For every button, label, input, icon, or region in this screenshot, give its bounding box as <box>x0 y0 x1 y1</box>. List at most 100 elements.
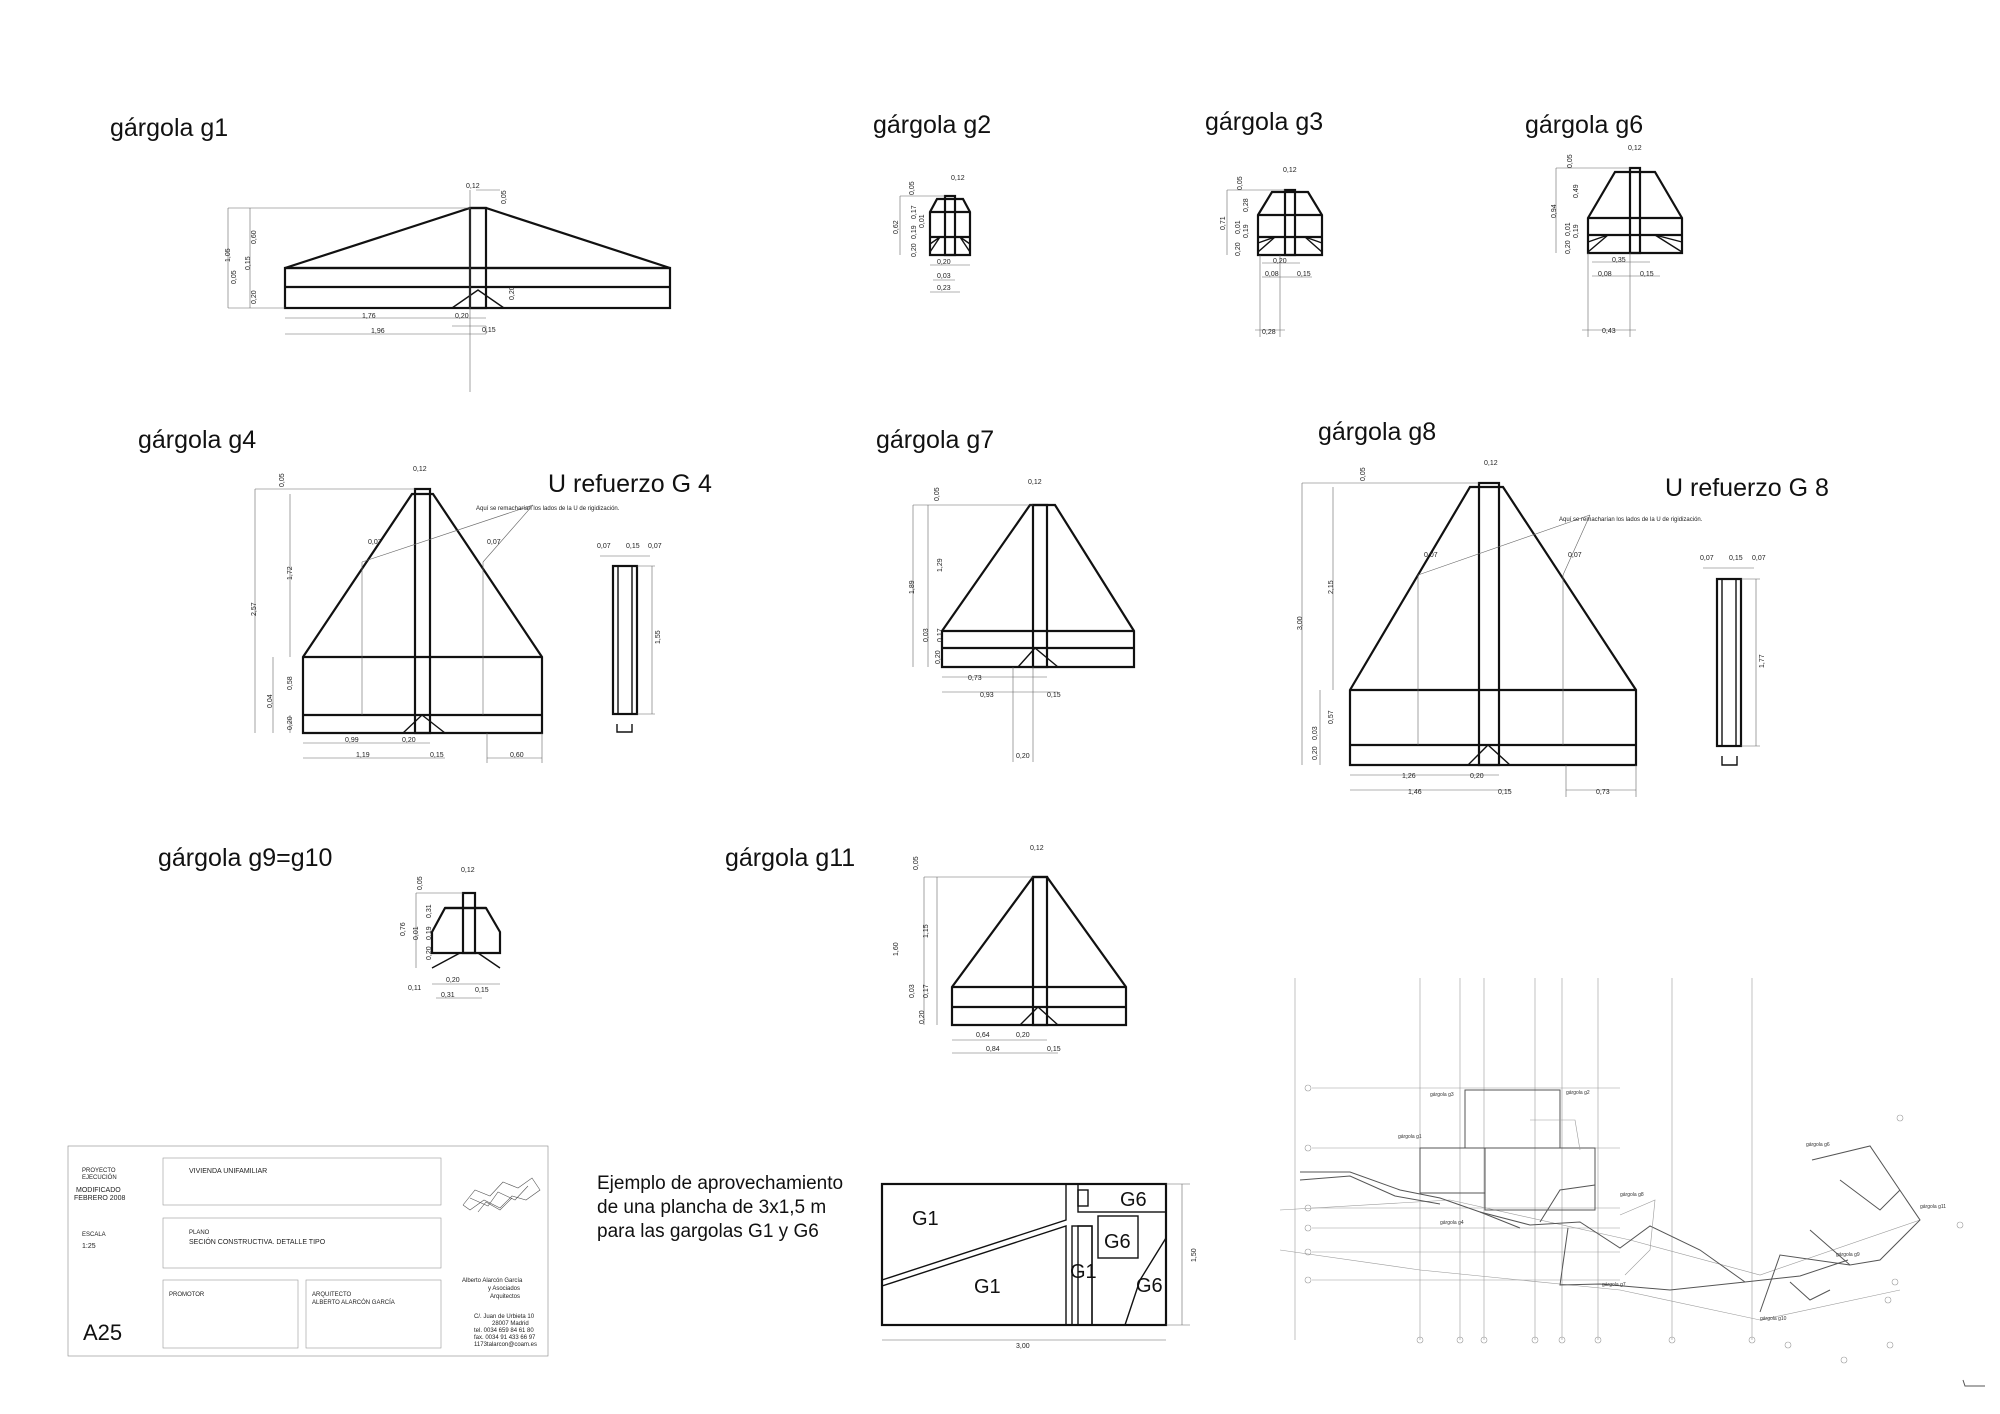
dim-g1-11: 0,15 <box>482 327 496 334</box>
dim-g9-9: 0,31 <box>441 992 455 999</box>
tb-firm-3: Arquitectos <box>490 1294 520 1300</box>
example-line1: Ejemplo de aprovechamiento <box>597 1173 843 1194</box>
dim-u4-0: 0,07 <box>597 543 611 550</box>
plate-label-g1-a: G1 <box>912 1208 939 1230</box>
dim-g11-1: 0,05 <box>913 856 920 870</box>
tb-plano: SECIÓN CONSTRUCTIVA. DETALLE TIPO <box>189 1237 326 1246</box>
plan-label-g9: gárgola g9 <box>1836 1252 1860 1258</box>
dim-g1-6: 0,20 <box>251 290 258 304</box>
dim-g1-7: 1,76 <box>362 313 376 320</box>
dim-g4-10: 0,20 <box>402 737 416 744</box>
dim-g4-11: 1,19 <box>356 752 370 759</box>
dim-g6-7: 0,35 <box>1612 257 1626 264</box>
dim-g8-1: 0,05 <box>1360 467 1367 481</box>
dim-g7-1: 0,05 <box>934 487 941 501</box>
example-line3: para las gargolas G1 y G6 <box>597 1221 819 1242</box>
plan-label-g2: gárgola g2 <box>1566 1090 1590 1096</box>
title-g1: gárgola g1 <box>110 114 228 142</box>
dim-g2-4: 0,19 <box>911 225 918 239</box>
dim-g2-5: 0,20 <box>911 243 918 257</box>
key-plan: gárgola g3 gárgola g1 gárgola g2 gárgola… <box>1279 978 1985 1387</box>
dim-g7-10: 0,20 <box>1016 753 1030 760</box>
dim-g2-7: 0,20 <box>937 259 951 266</box>
dim-g3-9: 0,15 <box>1297 271 1311 278</box>
dim-g8-11: 1,46 <box>1408 789 1422 796</box>
dim-g8-9: 1,26 <box>1402 773 1416 780</box>
plan-label-g8: gárgola g8 <box>1620 1192 1644 1198</box>
plan-label-g6: gárgola g6 <box>1806 1142 1830 1148</box>
title-g3: gárgola g3 <box>1205 108 1323 136</box>
plate-label-g1-c: G1 <box>1070 1261 1097 1283</box>
dim-g8-7: 0,03 <box>1312 726 1319 740</box>
tb-addr-4: fax. 0034 91 433 66 97 <box>474 1335 536 1341</box>
dim-u8-3: 1,77 <box>1759 654 1766 668</box>
dim-g7-7: 0,73 <box>968 675 982 682</box>
dim-g9-3: 0,31 <box>426 904 433 918</box>
dim-g11-10: 0,15 <box>1047 1046 1061 1053</box>
dim-g8-8: 0,20 <box>1312 746 1319 760</box>
plate-piece-g6-mid <box>1097 1215 1139 1259</box>
drawing-g8: 0,12 0,05 3,00 2,15 0,07 0,07 0,57 0,03 … <box>1297 460 1703 797</box>
dim-g1-9: 0,20 <box>509 286 516 300</box>
dim-g1-8: 0,20 <box>455 313 469 320</box>
drawing-g9: 0,12 0,05 0,76 0,31 0,01 0,19 0,20 0,11 … <box>400 867 502 999</box>
dim-g2-2: 0,62 <box>893 220 900 234</box>
tb-escala: 1:25 <box>82 1243 96 1250</box>
dim-g6-8: 0,08 <box>1598 271 1612 278</box>
plan-axis-markers <box>1304 1084 1964 1364</box>
dim-g9-0: 0,12 <box>461 867 475 874</box>
plan-label-g11: gárgola g11 <box>1920 1204 1946 1210</box>
dim-g11-2: 1,60 <box>893 942 900 956</box>
dim-g7-3: 1,29 <box>937 558 944 572</box>
dim-g3-10: 0,28 <box>1262 329 1276 336</box>
dim-g4-7: 0,04 <box>267 694 274 708</box>
tb-fecha: FEBRERO 2008 <box>74 1195 125 1202</box>
north-mark <box>1962 1379 1985 1387</box>
dim-g11-8: 0,20 <box>1016 1032 1030 1039</box>
dim-g3-0: 0,12 <box>1283 167 1297 174</box>
dim-g6-3: 0,49 <box>1573 184 1580 198</box>
dim-g7-0: 0,12 <box>1028 479 1042 486</box>
dim-g9-7: 0,11 <box>408 985 421 992</box>
dim-g4-3: 2,57 <box>251 602 258 616</box>
plan-label-g4: gárgola g4 <box>1440 1220 1464 1226</box>
dim-g7-2: 1,89 <box>909 580 916 594</box>
dim-g6-5: 0,19 <box>1573 224 1580 238</box>
dim-g2-6: 0,01 <box>919 214 926 228</box>
title-block: PROYECTO EJECUCIÓN MODIFICADO FEBRERO 20… <box>67 1145 549 1357</box>
example-line2: de una plancha de 3x1,5 m <box>597 1197 826 1218</box>
plate-label-g6-b: G6 <box>1104 1231 1131 1253</box>
tb-addr-2: 28007 Madrid <box>492 1321 529 1327</box>
dim-g7-5: 0,17 <box>937 628 944 642</box>
dim-g9-6: 0,20 <box>426 946 433 960</box>
drawing-u8: 0,07 0,15 0,07 1,77 <box>1700 555 1766 766</box>
dim-g1-3: 0,60 <box>251 230 258 244</box>
dim-g6-2: 0,94 <box>1551 204 1558 218</box>
plate-label-g6-c: G6 <box>1136 1275 1163 1297</box>
plan-label-g3: gárgola g3 <box>1430 1092 1454 1098</box>
note-g8: Aquí se remacharían los lados de la U de… <box>1559 517 1703 523</box>
dim-g2-1: 0,05 <box>909 181 916 195</box>
tb-sheet-number: A25 <box>83 1320 122 1345</box>
drawing-g6: 0,12 0,05 0,94 0,49 0,01 0,19 0,20 0,35 … <box>1551 145 1684 337</box>
dim-g6-6: 0,20 <box>1565 240 1572 254</box>
dim-g9-2: 0,76 <box>400 922 407 936</box>
drawing-g11: 0,12 0,05 1,60 1,15 0,03 0,17 0,20 0,64 … <box>893 845 1128 1054</box>
dim-g8-0: 0,12 <box>1484 460 1498 467</box>
dim-g1-0: 0,12 <box>466 183 480 190</box>
dim-g3-2: 0,71 <box>1220 216 1227 230</box>
plate-piece-g1-top <box>881 1183 1067 1281</box>
dim-g11-6: 0,20 <box>919 1010 926 1024</box>
drawing-u4: 0,07 0,15 0,07 1,55 <box>597 543 662 733</box>
tb-firm-1: Alberto Alarcón García <box>462 1278 523 1284</box>
dim-g9-4: 0,01 <box>413 926 420 940</box>
tb-firm-2: y Asociados <box>488 1286 520 1292</box>
drawing-g4: 0,12 0,05 1,72 2,57 0,07 0,07 0,58 0,04 … <box>251 466 620 763</box>
dim-u8-1: 0,15 <box>1729 555 1743 562</box>
dim-u4-2: 0,07 <box>648 543 662 550</box>
tb-arquitecto-label: ARQUITECTO <box>312 1292 352 1298</box>
dim-g4-9: 0,99 <box>345 737 359 744</box>
plan-label-g7: gárgola g7 <box>1602 1282 1626 1288</box>
dim-g1-5: 0,15 <box>245 256 252 270</box>
